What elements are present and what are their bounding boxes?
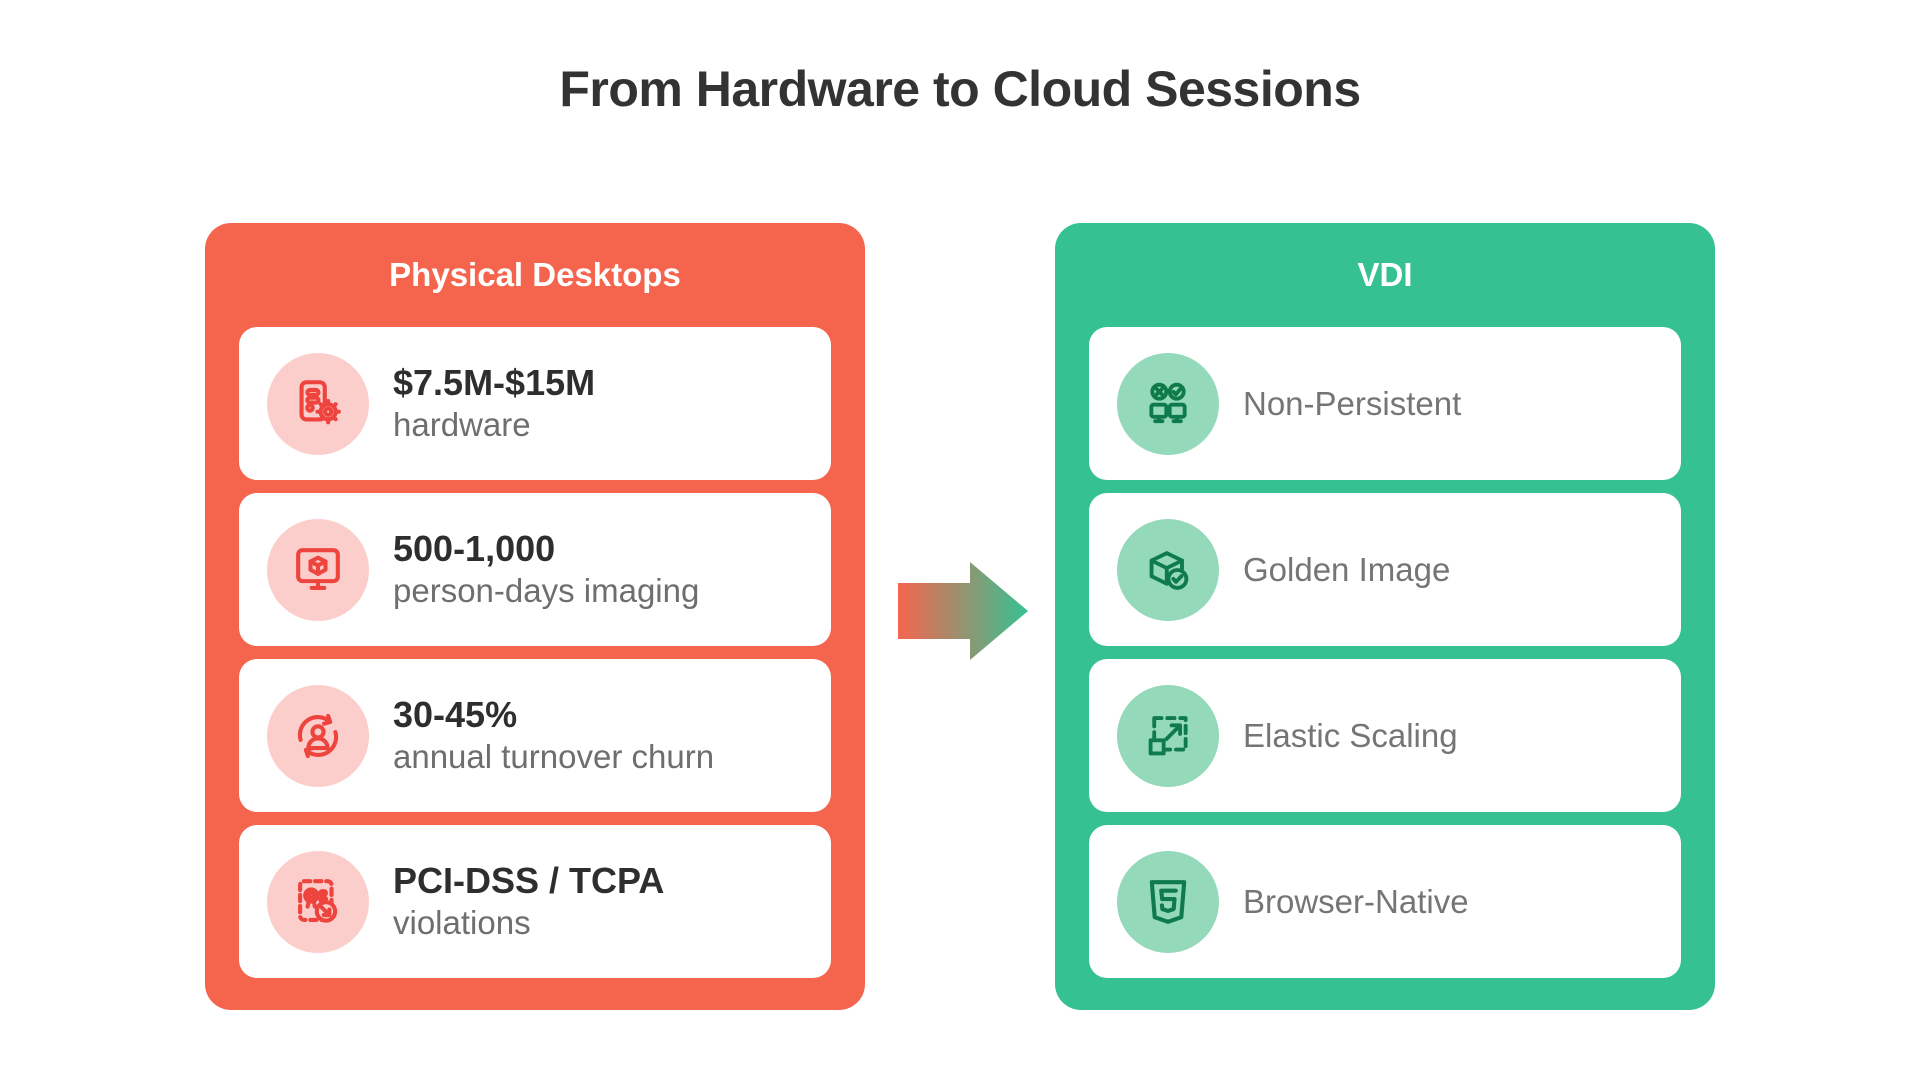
stat-card-hardware-cost: $7.5M-$15M hardware xyxy=(239,327,831,480)
feature-card-golden-image: Golden Image xyxy=(1089,493,1681,646)
stat-label: violations xyxy=(393,904,531,942)
feature-label: Non-Persistent xyxy=(1243,384,1462,422)
right-panel-title: VDI xyxy=(1357,256,1413,293)
vdi-panel: VDI xyxy=(1055,223,1715,1010)
physical-desktops-panel: Physical Desktops xyxy=(205,223,865,1010)
stat-card-compliance-violations: PCI-DSS / TCPA violations xyxy=(239,825,831,978)
left-panel-title: Physical Desktops xyxy=(389,256,681,293)
transition-arrow-icon xyxy=(898,562,1028,660)
person-refresh-icon xyxy=(267,684,369,787)
stat-value: PCI-DSS / TCPA xyxy=(393,859,665,901)
server-gear-icon xyxy=(267,352,369,455)
html5-shield-icon xyxy=(1117,850,1219,953)
feature-card-browser-native: Browser-Native xyxy=(1089,825,1681,978)
elastic-scaling-expand-icon xyxy=(1117,684,1219,787)
stat-card-imaging-effort: 500-1,000 person-days imaging xyxy=(239,493,831,646)
monitor-cube-icon xyxy=(267,518,369,621)
feature-label: Golden Image xyxy=(1243,550,1451,588)
stat-card-turnover-churn: 30-45% annual turnover churn xyxy=(239,659,831,812)
stat-label: annual turnover churn xyxy=(393,738,715,776)
feature-label: Elastic Scaling xyxy=(1243,716,1458,754)
non-persistent-monitors-icon xyxy=(1117,352,1219,455)
stat-label: person-days imaging xyxy=(393,572,700,610)
stat-label: hardware xyxy=(393,406,531,444)
page-title: From Hardware to Cloud Sessions xyxy=(559,61,1361,117)
certificate-violation-icon xyxy=(267,850,369,953)
stat-value: $7.5M-$15M xyxy=(393,361,596,403)
stat-value: 30-45% xyxy=(393,693,518,735)
right-panel-cards: Non-Persistent Golden Image xyxy=(1055,327,1715,978)
left-panel-cards: $7.5M-$15M hardware 500-1,000 xyxy=(205,327,865,978)
feature-card-non-persistent: Non-Persistent xyxy=(1089,327,1681,480)
feature-card-elastic-scaling: Elastic Scaling xyxy=(1089,659,1681,812)
stat-value: 500-1,000 xyxy=(393,527,556,569)
feature-label: Browser-Native xyxy=(1243,882,1469,920)
golden-image-box-check-icon xyxy=(1117,518,1219,621)
